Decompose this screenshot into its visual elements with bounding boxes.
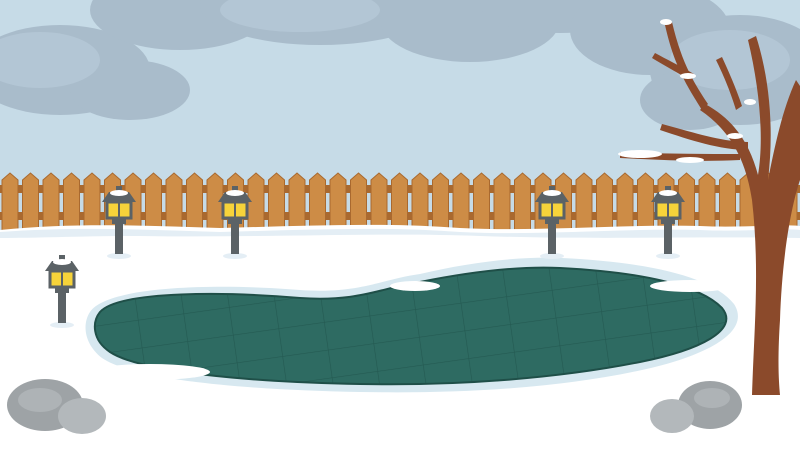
fence-picket bbox=[391, 172, 408, 233]
fence-picket bbox=[493, 172, 511, 233]
fence-picket bbox=[83, 172, 101, 233]
fence-picket bbox=[637, 172, 654, 233]
fence-picket bbox=[186, 172, 203, 233]
garden-lamp bbox=[218, 186, 252, 259]
fence-picket bbox=[329, 172, 347, 233]
fence-picket bbox=[411, 172, 429, 233]
fence-picket bbox=[63, 172, 80, 233]
fence-picket bbox=[165, 172, 183, 233]
garden-lamp bbox=[102, 186, 136, 259]
fence-picket bbox=[350, 172, 367, 233]
rocks-right bbox=[650, 381, 742, 433]
fence-picket bbox=[616, 172, 634, 233]
snow-patches bbox=[90, 280, 730, 380]
fence-picket bbox=[719, 172, 736, 233]
garden-lamps bbox=[45, 186, 685, 328]
garden-lamp bbox=[45, 255, 79, 328]
rocks-left bbox=[7, 379, 106, 434]
fence-picket bbox=[206, 172, 224, 233]
fence-picket bbox=[514, 172, 531, 233]
fence-picket bbox=[288, 172, 306, 233]
fence-picket bbox=[698, 172, 716, 233]
fence-picket bbox=[42, 172, 60, 233]
fence-picket bbox=[145, 172, 162, 233]
garden-lamp bbox=[651, 186, 685, 259]
pool-cover bbox=[93, 266, 728, 386]
fence-picket bbox=[309, 172, 326, 233]
fence-picket bbox=[473, 172, 490, 233]
fence-picket bbox=[596, 172, 613, 233]
snow-shadow bbox=[0, 228, 800, 238]
tree-snow bbox=[618, 19, 756, 163]
fence-picket bbox=[1, 172, 19, 233]
clouds bbox=[0, 0, 800, 130]
fence-picket bbox=[432, 172, 449, 233]
fence-picket bbox=[452, 172, 470, 233]
fence-picket bbox=[22, 172, 39, 233]
fence-picket bbox=[247, 172, 265, 233]
garden-lamp bbox=[535, 186, 569, 259]
fence-picket bbox=[268, 172, 285, 233]
fence-picket bbox=[370, 172, 388, 233]
fence-picket bbox=[575, 172, 593, 233]
